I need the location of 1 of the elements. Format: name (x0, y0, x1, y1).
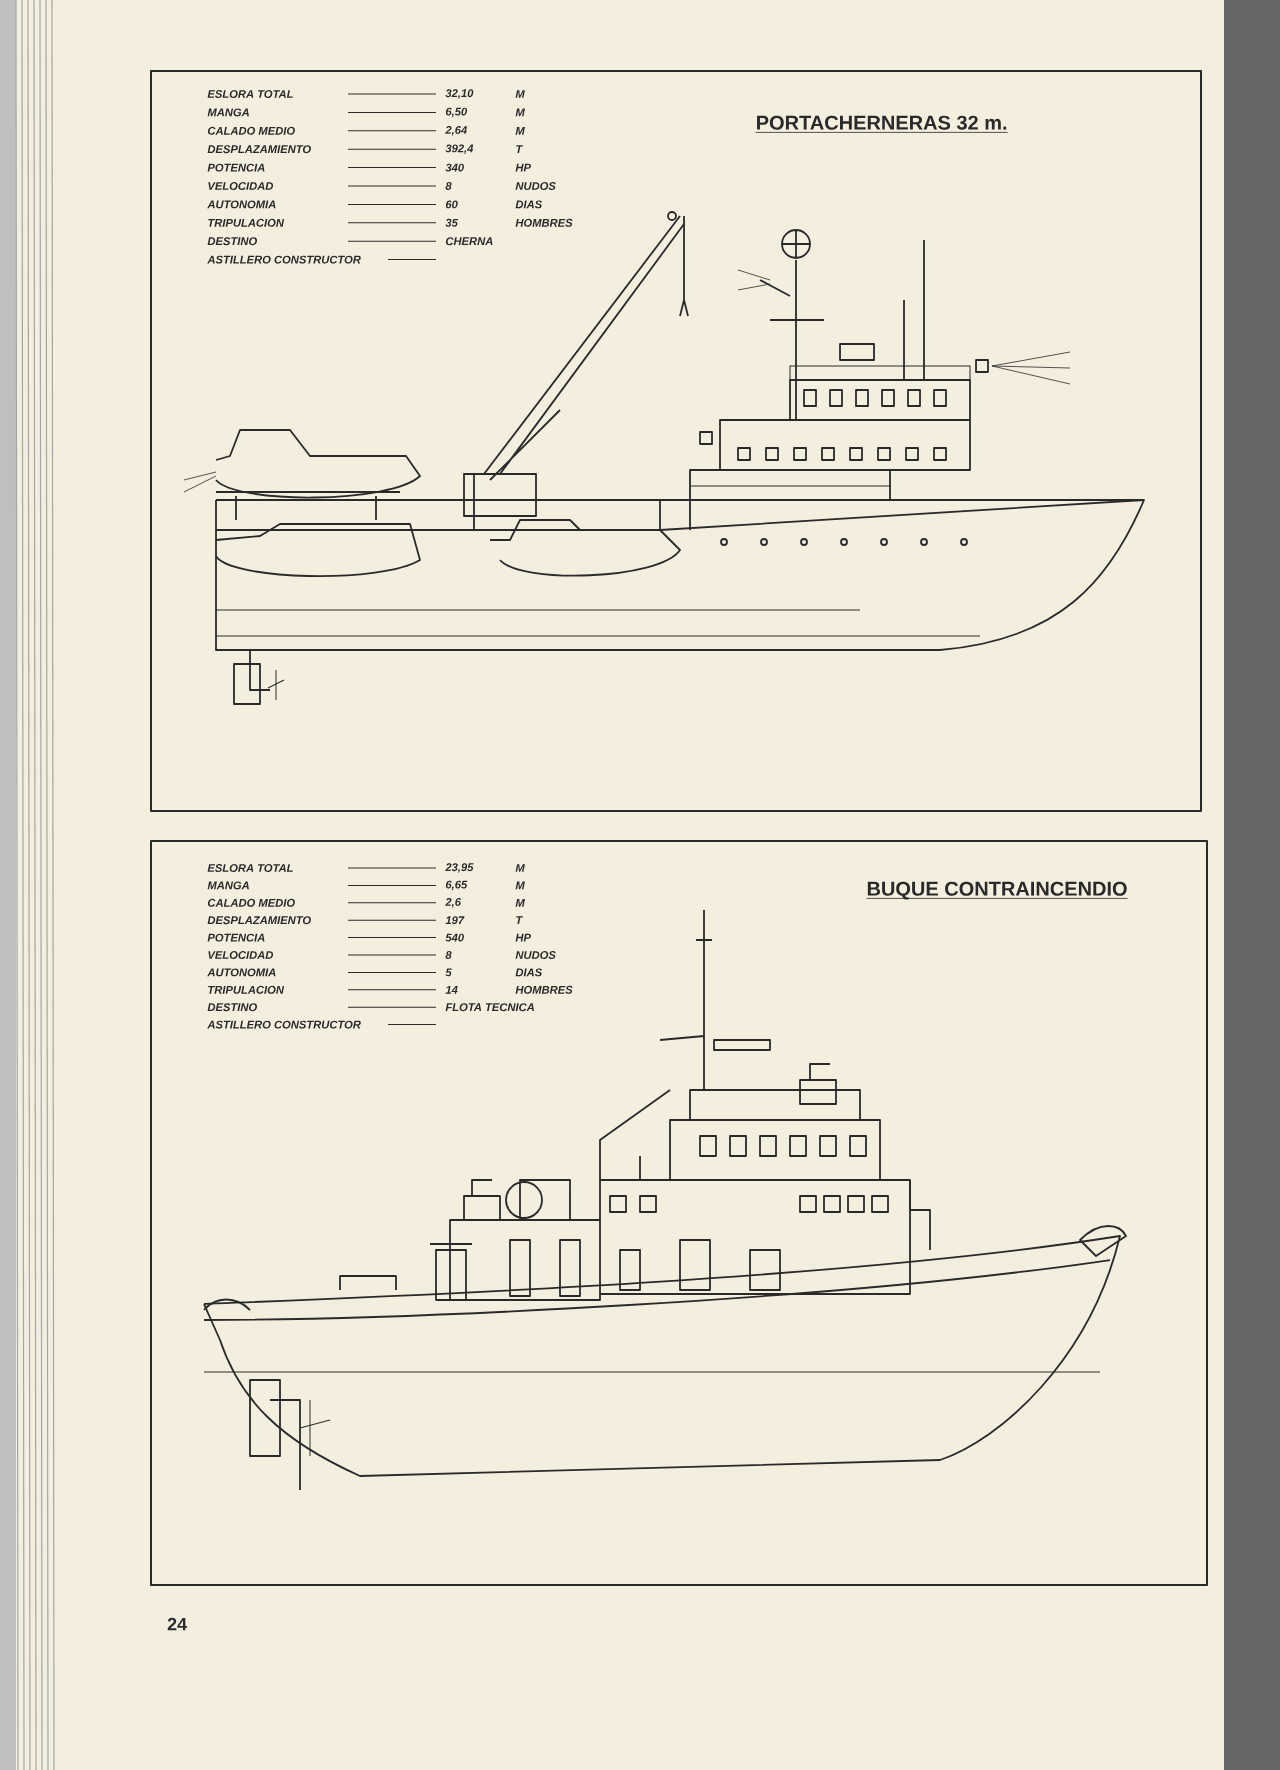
page-number: 24 (167, 1617, 187, 1631)
